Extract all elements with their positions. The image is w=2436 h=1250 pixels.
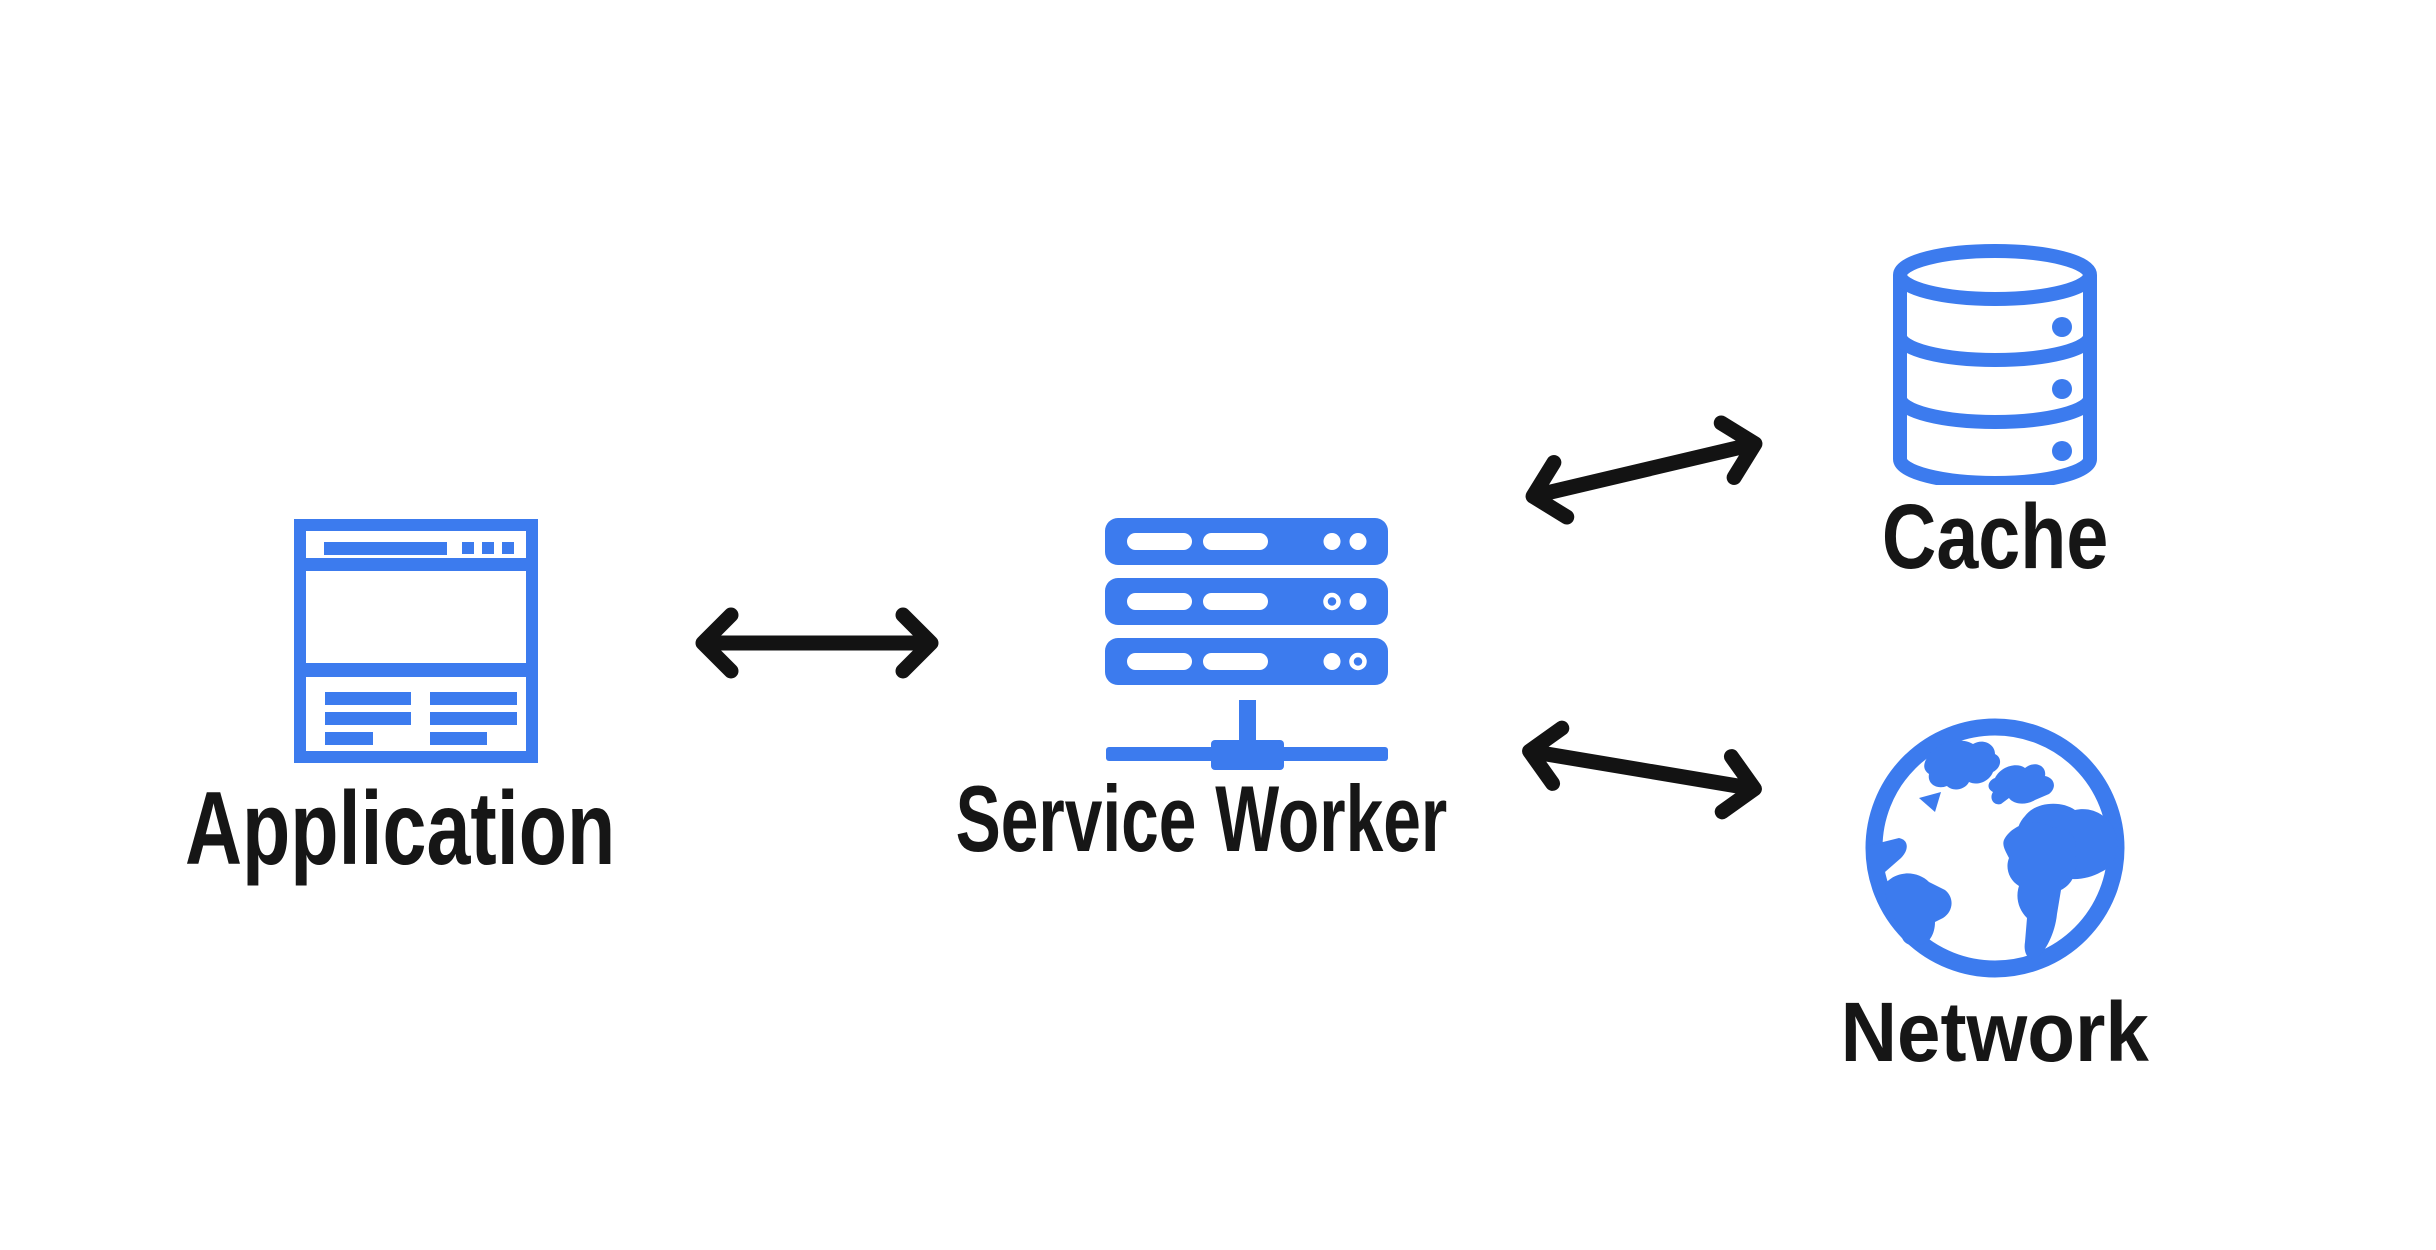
globe-icon (1865, 718, 2124, 978)
node-application: Application (166, 519, 666, 881)
browser-window-icon (294, 519, 538, 763)
double-arrow-icon (1522, 720, 1762, 820)
server-rack-icon (1105, 518, 1388, 770)
node-cache: Cache (1745, 243, 2245, 583)
node-network: Network (1744, 718, 2245, 1074)
node-service-worker: Service Worker (947, 518, 1547, 866)
network-label: Network (1840, 985, 2149, 1079)
cache-label: Cache (1881, 486, 2109, 588)
arrow-serviceworker-network (1501, 703, 1782, 836)
application-label: Application (184, 771, 616, 887)
service-worker-label: Service Worker (955, 766, 1447, 871)
arrow-serviceworker-cache (1502, 395, 1785, 545)
double-arrow-icon (1525, 415, 1763, 525)
database-cylinder-icon (1893, 244, 2097, 485)
double-arrow-icon (695, 607, 939, 679)
arrow-application-serviceworker (682, 598, 952, 688)
